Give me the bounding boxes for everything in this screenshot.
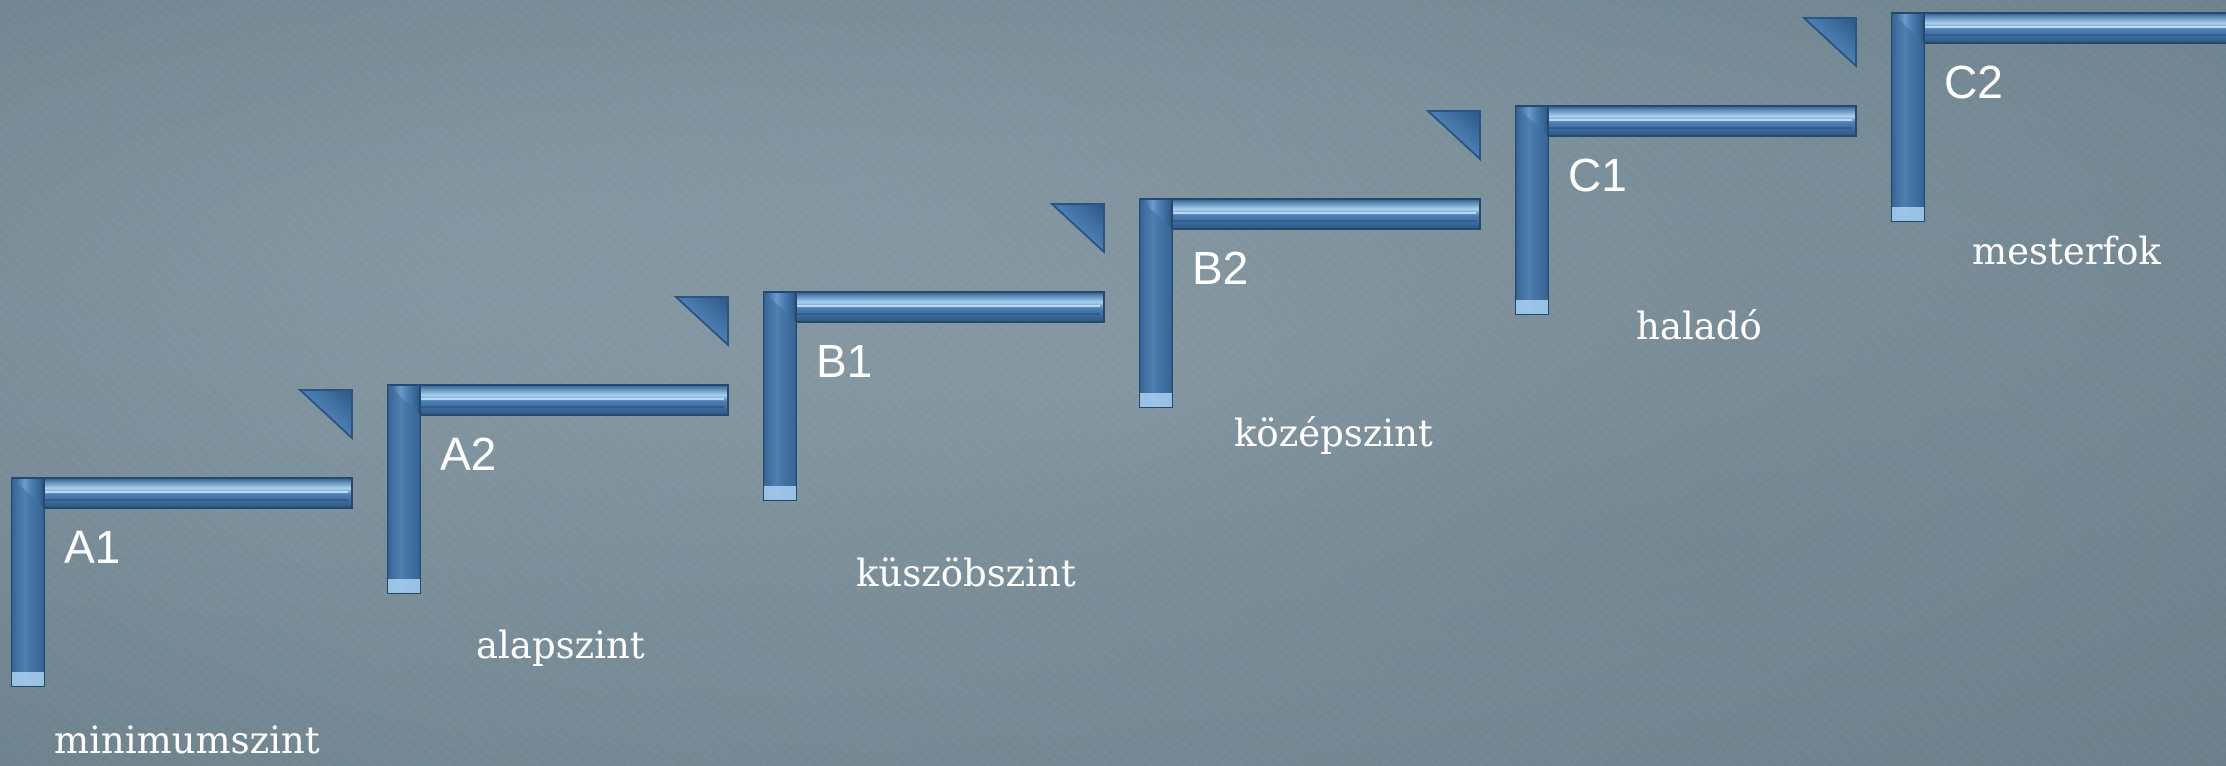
- level-code: A2: [440, 428, 497, 480]
- step-c2: C2: [1891, 12, 2226, 223]
- step-b2: B2: [1139, 198, 1481, 409]
- level-name: középszint: [1234, 412, 1433, 455]
- step-cap: [297, 389, 353, 441]
- step-cap: [673, 296, 729, 348]
- step-cap: [1801, 17, 1857, 69]
- step-cap: [1049, 203, 1105, 255]
- step-cap: [1425, 110, 1481, 162]
- level-name: mesterfok: [1972, 230, 2161, 273]
- level-name: küszöbszint: [856, 552, 1076, 595]
- step-b1: B1: [763, 291, 1105, 502]
- step-a2: A2: [387, 384, 729, 595]
- step-c1: C1: [1515, 105, 1857, 316]
- level-code: C2: [1944, 56, 2003, 108]
- level-name: haladó: [1636, 305, 1762, 348]
- level-code: A1: [64, 521, 121, 573]
- level-name: alapszint: [476, 624, 645, 667]
- level-name: minimumszint: [54, 719, 320, 762]
- step-a1: A1: [11, 477, 353, 688]
- level-code: C1: [1568, 149, 1627, 201]
- level-code: B2: [1192, 242, 1249, 294]
- level-code: B1: [816, 335, 873, 387]
